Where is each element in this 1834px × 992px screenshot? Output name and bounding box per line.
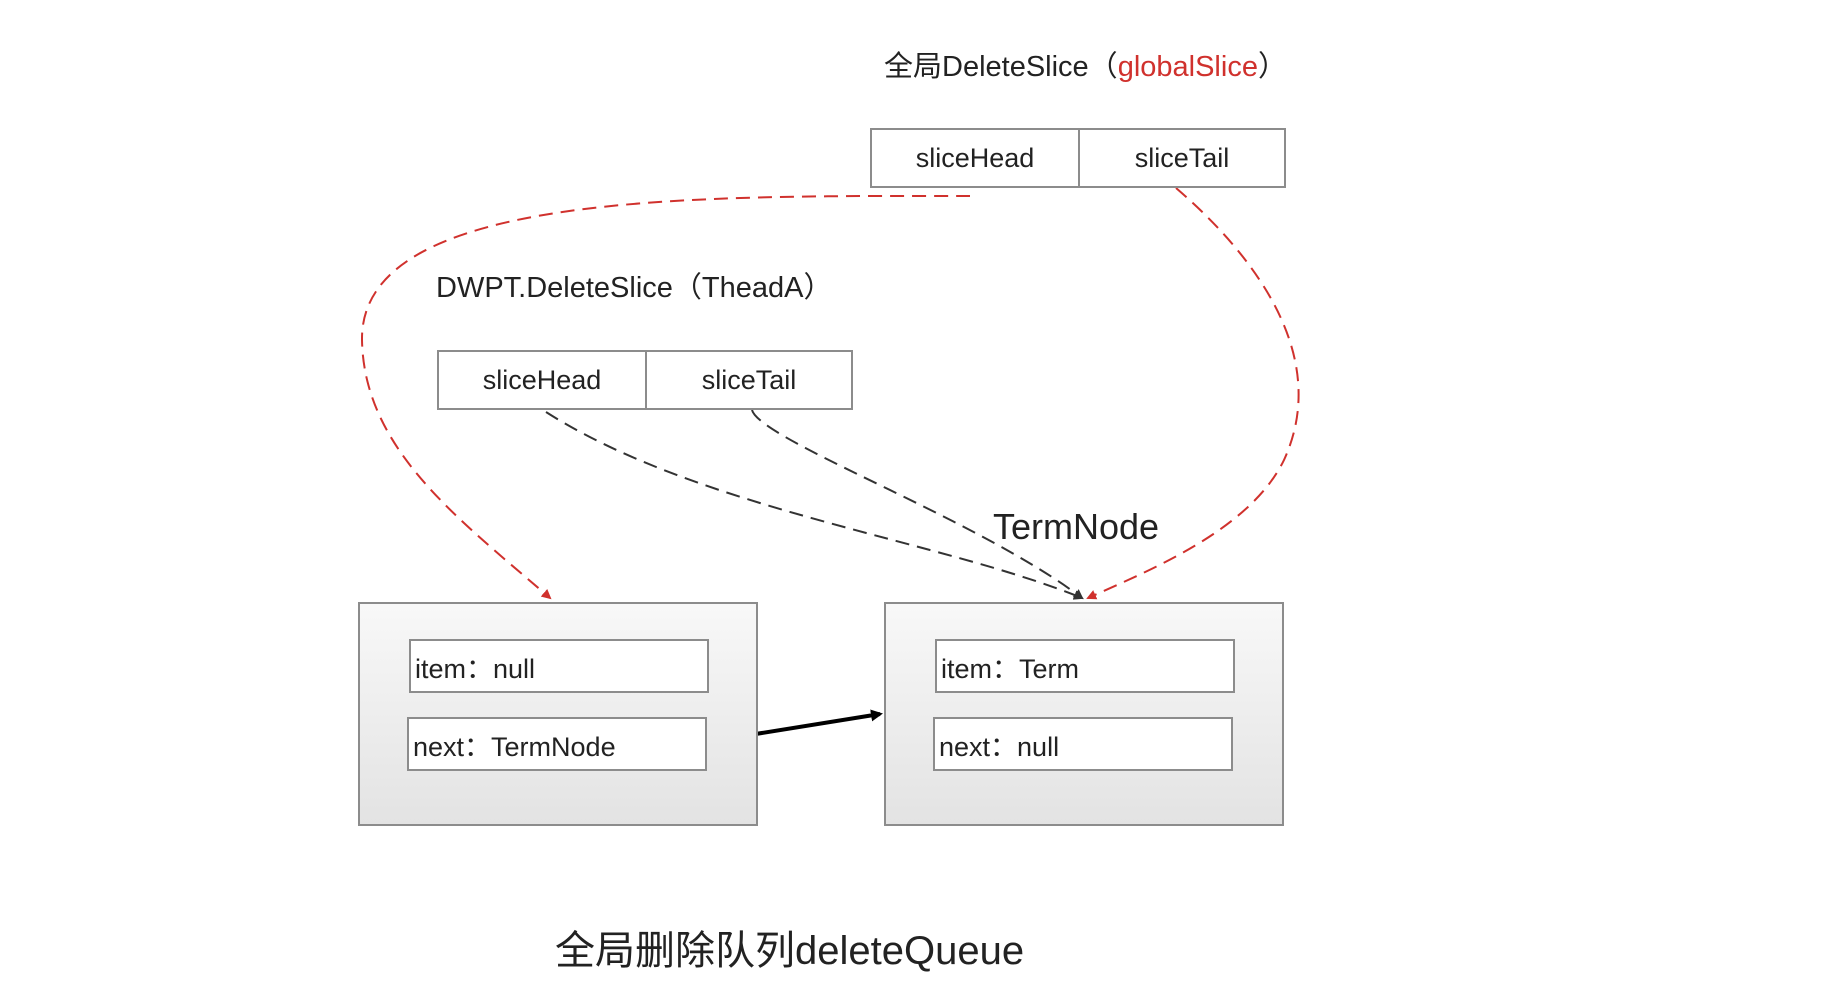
- term-node-label: TermNode: [993, 506, 1160, 547]
- thread-slice-tail-label: sliceTail: [701, 364, 797, 395]
- global-tail-pointer: [1086, 187, 1300, 600]
- right-node-next-field: next：null: [933, 717, 1233, 771]
- thread-tail-pointer: [751, 409, 1084, 600]
- thread-slice-head: sliceHead: [437, 350, 647, 410]
- thread-slice-title: DWPT.DeleteSlice（TheadA）: [436, 272, 833, 304]
- global-slice-tail-label: sliceTail: [1134, 142, 1230, 173]
- diagram-caption: 全局删除队列deleteQueue: [555, 929, 1025, 973]
- global-slice-title-suffix: ）: [1257, 51, 1287, 83]
- global-slice-var: globalSlice: [1117, 51, 1258, 83]
- thread-slice-head-label: sliceHead: [482, 364, 602, 395]
- global-head-pointer: [360, 194, 971, 600]
- left-node: item：null next：TermNode: [358, 602, 758, 826]
- global-slice-title: 全局DeleteSlice（globalSlice）: [884, 50, 1287, 84]
- thread-slice-tail: sliceTail: [645, 350, 853, 410]
- global-slice-title-prefix: 全局DeleteSlice（: [884, 51, 1118, 83]
- global-slice-tail: sliceTail: [1078, 128, 1286, 188]
- global-slice-head: sliceHead: [870, 128, 1080, 188]
- left-node-next-field: next：TermNode: [407, 717, 707, 771]
- right-node: item：Term next：null: [884, 602, 1284, 826]
- global-slice-head-label: sliceHead: [915, 142, 1035, 173]
- thread-head-pointer: [545, 411, 1084, 600]
- right-node-item-field: item：Term: [935, 639, 1235, 693]
- left-node-item-field: item：null: [409, 639, 709, 693]
